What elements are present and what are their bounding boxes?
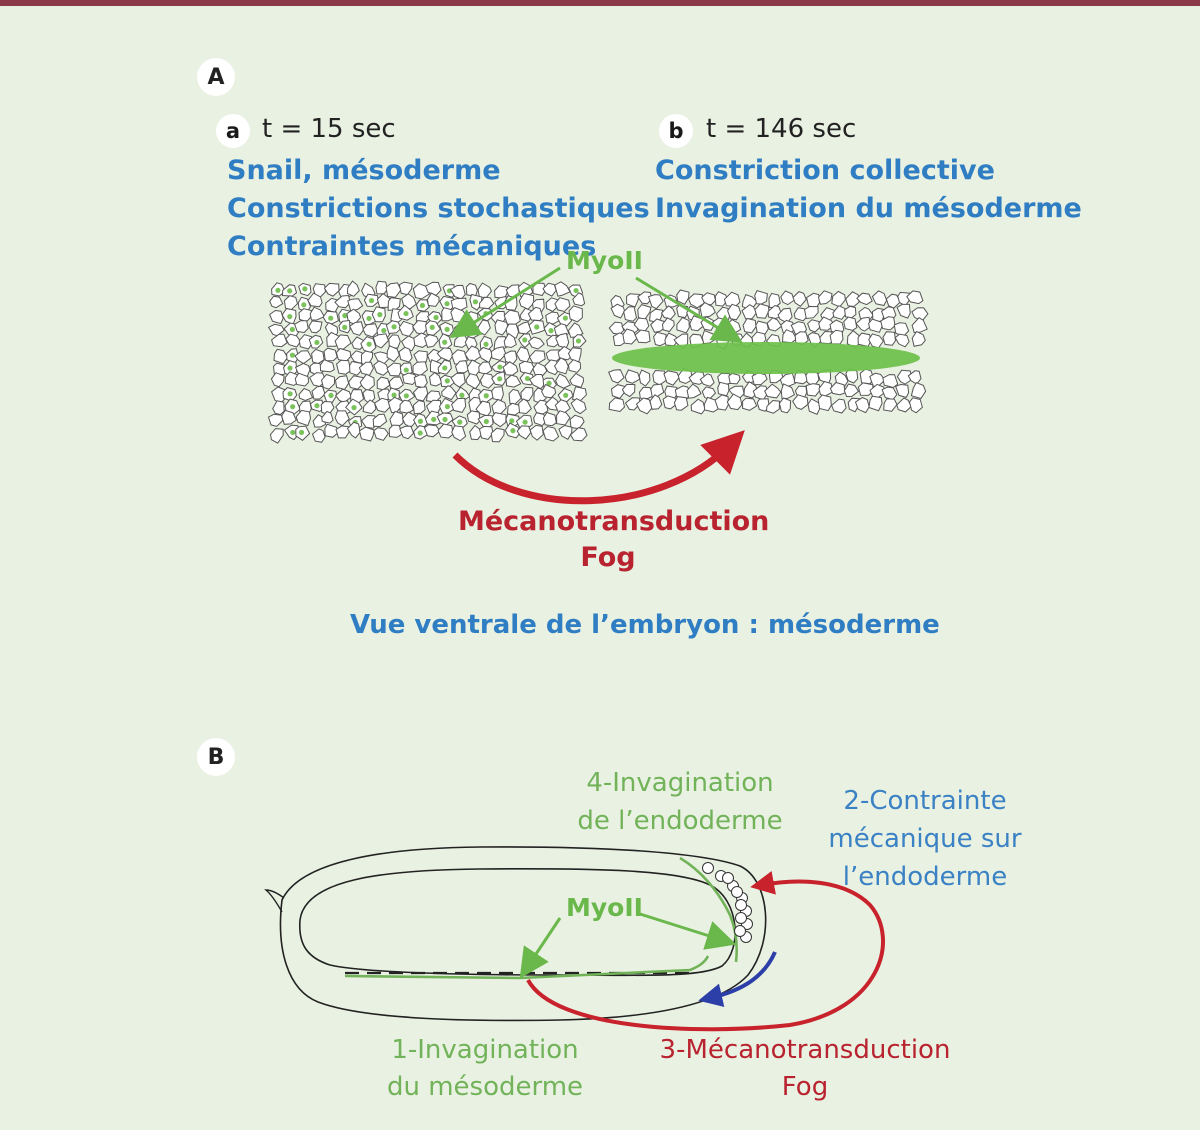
myoii-arrow-endoderm — [639, 912, 737, 950]
subpanel-a-letter: a — [216, 114, 250, 148]
pole-cells — [702, 862, 753, 943]
label-1-line-2: du mésoderme — [386, 1072, 584, 1102]
panel-a-letter: A — [197, 58, 235, 96]
blue-stress-arrow — [698, 951, 777, 1008]
top-border — [0, 0, 1200, 6]
tissue-a — [267, 280, 588, 444]
panel-a-myoii-label: MyoII — [566, 246, 643, 275]
panel-a-arrow-label-2: Fog — [580, 542, 636, 573]
mecanotransduction-arrow — [452, 430, 745, 505]
subpanel-b-line-1: Constriction collective — [655, 155, 995, 186]
subpanel-a-line-3: Contraintes mécaniques — [227, 231, 597, 262]
embryo-inner — [298, 867, 736, 977]
red-loop-arrow — [526, 871, 885, 1032]
panel-a-caption: Vue ventrale de l’embryon : mésoderme — [350, 610, 940, 640]
myoii-arrow-b — [635, 276, 743, 343]
panel-b-letter: B — [197, 738, 235, 776]
embryo-outer — [279, 846, 767, 1022]
label-2-line-3: l’endoderme — [842, 862, 1008, 892]
label-3-line-2: Fog — [781, 1072, 829, 1102]
endoderm-green-line — [679, 856, 739, 963]
label-4-line-2: de l’endoderme — [577, 806, 783, 836]
label-2-line-1: 2-Contrainte — [843, 786, 1007, 816]
subpanel-b-letter: b — [659, 114, 693, 148]
label-4-line-1: 4-Invagination — [586, 768, 774, 798]
label-3-line-1: 3-Mécanotransduction — [659, 1035, 951, 1065]
subpanel-b-time: t = 146 sec — [706, 114, 857, 144]
label-2-line-2: mécanique sur — [828, 824, 1022, 854]
panel-b-myoii-label: MyoII — [566, 893, 643, 922]
subpanel-a-time: t = 15 sec — [262, 114, 396, 144]
mesoderm-green-line — [344, 955, 710, 980]
panel-a-arrow-label-1: Mécanotransduction — [458, 506, 770, 537]
subpanel-a-line-2: Constrictions stochastiques — [227, 193, 650, 224]
myoii-band — [612, 342, 920, 374]
subpanel-a-line-1: Snail, mésoderme — [227, 155, 501, 186]
subpanel-b-line-2: Invagination du mésoderme — [655, 193, 1082, 224]
myoii-arrow-mesoderm — [519, 917, 562, 979]
myoii-arrow-a — [449, 266, 561, 339]
embryo-tip — [264, 889, 285, 913]
label-1-line-1: 1-Invagination — [391, 1035, 579, 1065]
